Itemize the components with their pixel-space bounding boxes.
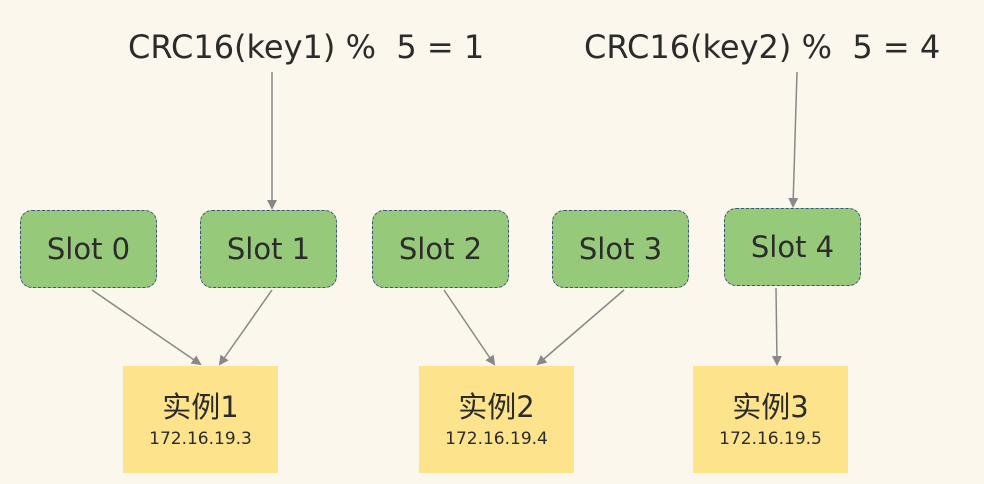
instance-name: 实例1 bbox=[162, 389, 239, 424]
formula-key2: CRC16(key2) % 5 = 4 bbox=[584, 28, 941, 66]
arrow-formula2-to-slot4 bbox=[788, 71, 799, 208]
slot-label: Slot 1 bbox=[226, 232, 311, 266]
slot-1-box: Slot 1 bbox=[200, 210, 337, 288]
instance-2-box: 实例2 172.16.19.4 bbox=[419, 366, 574, 473]
arrow-slot1-to-instance1 bbox=[218, 289, 273, 366]
slot-4-box: Slot 4 bbox=[724, 208, 861, 286]
arrow-slot3-to-instance2 bbox=[536, 289, 625, 366]
instance-ip: 172.16.19.4 bbox=[445, 428, 548, 449]
formula-key1: CRC16(key1) % 5 = 1 bbox=[128, 28, 485, 66]
instance-name: 实例2 bbox=[458, 389, 535, 424]
slot-label: Slot 4 bbox=[750, 230, 835, 264]
instance-1-box: 实例1 172.16.19.3 bbox=[123, 366, 278, 473]
slot-label: Slot 0 bbox=[46, 232, 131, 266]
arrow-slot4-to-instance3 bbox=[771, 287, 782, 366]
arrow-slot0-to-instance1 bbox=[91, 289, 202, 366]
instance-3-box: 实例3 172.16.19.5 bbox=[693, 366, 848, 473]
instance-name: 实例3 bbox=[732, 389, 809, 424]
instance-ip: 172.16.19.5 bbox=[719, 428, 822, 449]
slot-label: Slot 3 bbox=[578, 232, 663, 266]
slot-label: Slot 2 bbox=[398, 232, 483, 266]
slot-3-box: Slot 3 bbox=[552, 210, 689, 288]
slot-2-box: Slot 2 bbox=[372, 210, 509, 288]
slot-0-box: Slot 0 bbox=[20, 210, 157, 288]
instance-ip: 172.16.19.3 bbox=[149, 428, 252, 449]
arrow-slot2-to-instance2 bbox=[443, 289, 496, 366]
